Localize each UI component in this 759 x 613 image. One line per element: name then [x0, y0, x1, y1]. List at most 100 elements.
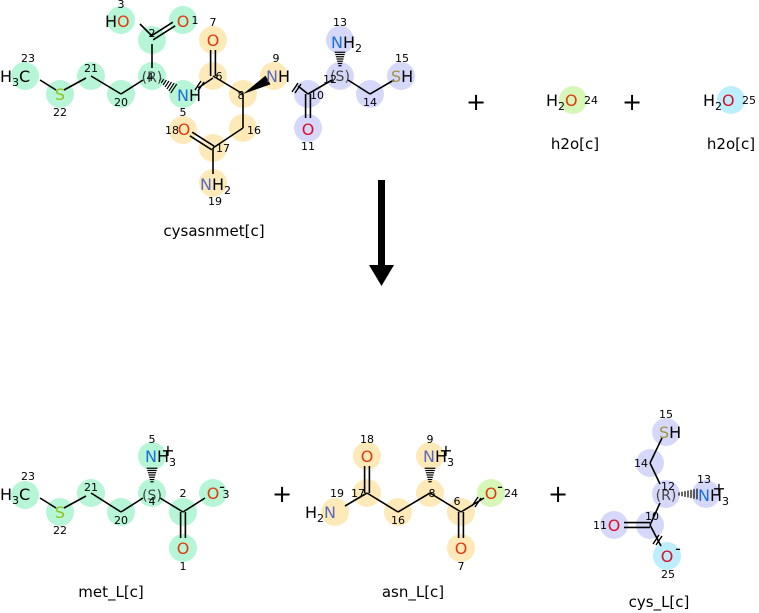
- atom-index: 15: [395, 52, 409, 65]
- atom-index: 22: [53, 106, 67, 119]
- bond: [397, 492, 431, 513]
- charge-minus: -: [675, 539, 681, 558]
- atom-highlight: [199, 26, 227, 54]
- atom-highlight: [294, 114, 322, 142]
- bonds: [39, 21, 698, 547]
- atom-label: S: [55, 85, 65, 104]
- atom-symbol-NH2: NH2: [200, 175, 231, 197]
- atom-highlight-O25: [653, 542, 681, 570]
- atom-index: 1: [192, 14, 199, 27]
- atom-index: 6: [454, 495, 461, 508]
- atom-index: 5: [149, 433, 156, 446]
- molecule-name-h2o-24: h2o[c]: [551, 135, 599, 153]
- atom-highlight-O24: [559, 86, 587, 114]
- cleavage-mark: [291, 82, 299, 93]
- bond: [212, 127, 244, 149]
- atom-index: 17: [216, 142, 230, 155]
- stereo-label: (S): [142, 488, 162, 504]
- hashed-wedge-bond: [146, 467, 158, 483]
- atom-label: O: [178, 120, 191, 139]
- atom-symbol-NH2: H2N: [305, 503, 336, 525]
- plus-sign: +: [466, 88, 486, 116]
- atom-symbol-NH3: NH3: [698, 486, 729, 508]
- water-formula-24: H2O: [546, 91, 578, 113]
- stereo-label: (S): [330, 69, 350, 85]
- cleavage-mark: [294, 83, 302, 94]
- atom-index: 15: [659, 408, 673, 421]
- hashed-wedge-bond: [334, 51, 346, 67]
- atom-index: 22: [53, 524, 67, 537]
- cleavage-mark: [194, 80, 202, 91]
- charge-plus: +: [161, 441, 174, 460]
- bond: [63, 77, 87, 91]
- atom-highlight: [326, 26, 354, 54]
- atom-label: O: [302, 120, 315, 139]
- hash-line: [164, 80, 170, 88]
- atom-index: 4: [149, 495, 156, 508]
- bond: [182, 497, 206, 513]
- atom-highlight: [138, 62, 166, 90]
- atom-highlight: [46, 498, 74, 526]
- atom-symbol-NH3: NH3: [423, 447, 454, 469]
- charge-plus: +: [439, 441, 452, 460]
- atom-index: 12: [323, 73, 337, 86]
- bond: [366, 492, 399, 513]
- atom-index: 23: [21, 470, 35, 483]
- atom-label: O: [608, 516, 621, 535]
- bond: [297, 85, 309, 95]
- atom-index: 25: [742, 94, 756, 107]
- atom-highlight: [387, 62, 415, 90]
- cleavage-mark: [655, 535, 663, 546]
- cleavage-mark: [197, 81, 205, 92]
- plus-sign: +: [548, 480, 568, 508]
- atom-index: 13: [333, 16, 347, 29]
- bond: [307, 79, 333, 95]
- bond: [649, 502, 661, 526]
- atom-index: 10: [645, 510, 659, 523]
- atom-index: 11: [301, 140, 315, 153]
- bond: [120, 79, 144, 95]
- atom-highlight: [652, 418, 680, 446]
- atom-index: 16: [247, 124, 261, 137]
- atom-highlight-O24: [477, 479, 505, 507]
- hash-line: [158, 77, 162, 82]
- bond: [39, 79, 57, 91]
- atom-label: O: [177, 539, 190, 558]
- hash-line: [162, 79, 167, 86]
- molecule-name-h2o-25: h2o[c]: [707, 135, 755, 153]
- atom-highlight: [652, 480, 680, 508]
- atom-highlight: [46, 80, 74, 108]
- atom-index: 1: [180, 560, 187, 573]
- atom-index: 24: [584, 94, 598, 107]
- atom-label: O: [361, 447, 374, 466]
- bond: [649, 437, 663, 464]
- atom-index: 13: [697, 473, 711, 486]
- atom-index: 6: [216, 70, 223, 83]
- bond: [63, 495, 87, 509]
- atom-index: 18: [360, 433, 374, 446]
- atom-highlight: [169, 80, 197, 108]
- atom-label: O: [455, 539, 468, 558]
- atom-index: 21: [84, 481, 98, 494]
- molecule-name-met-L: met_L[c]: [78, 583, 144, 602]
- atom-index: 20: [114, 514, 128, 527]
- atom-label: O: [485, 484, 498, 503]
- bond: [649, 462, 661, 485]
- atom-highlight: [138, 479, 166, 507]
- bond: [429, 492, 462, 513]
- atom-highlight: [600, 511, 628, 539]
- atom-index: 23: [21, 52, 35, 65]
- bond: [191, 131, 215, 147]
- atom-index: 7: [458, 560, 465, 573]
- molecule-name-asn-L: asn_L[c]: [382, 583, 444, 602]
- atom-highlight: [107, 6, 135, 34]
- molecule-name-cys-L: cys_L[c]: [629, 593, 690, 612]
- atom-index: 4: [147, 71, 154, 84]
- atom-symbol-SH: SH: [391, 67, 413, 86]
- atom-highlight: [169, 116, 197, 144]
- atom-highlight: [169, 534, 197, 562]
- bond: [150, 21, 174, 37]
- atom-symbol-NH: NH: [177, 86, 201, 105]
- hashed-wedge-bond: [678, 488, 698, 500]
